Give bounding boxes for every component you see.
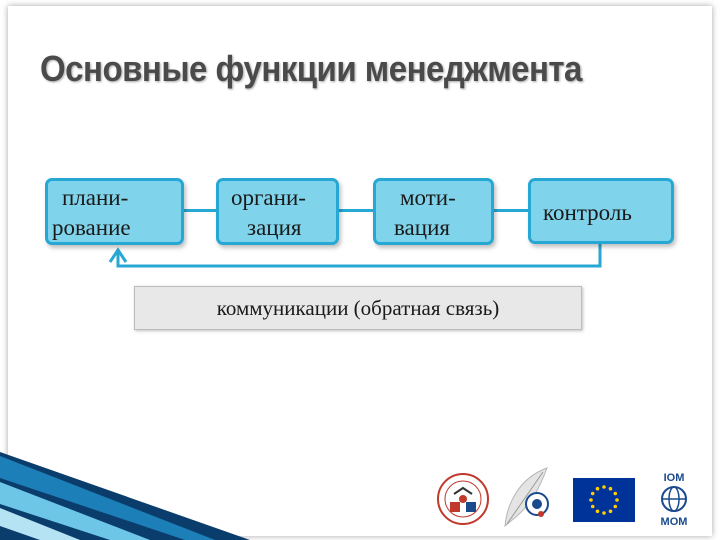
connector-2-3 xyxy=(339,209,373,212)
function-label-line1: плани- xyxy=(62,185,129,210)
slide-frame xyxy=(8,6,712,536)
feather-emblem-logo xyxy=(504,467,549,528)
function-box-organization[interactable]: органи- зация xyxy=(216,178,339,245)
iom-logo: IOM МОМ xyxy=(661,472,688,528)
communication-label: коммуникации (обратная связь) xyxy=(216,295,500,320)
function-box-planning[interactable]: плани- рование xyxy=(45,178,184,245)
function-label-line2: вация xyxy=(394,215,450,240)
communication-box[interactable]: коммуникации (обратная связь) xyxy=(134,286,582,330)
organization-seal-logo xyxy=(437,473,489,525)
function-label-line2: рование xyxy=(52,215,131,240)
function-label-line2: зация xyxy=(247,215,302,240)
function-box-motivation[interactable]: моти- вация xyxy=(373,178,494,245)
slide-title: Основные функции менеджмента xyxy=(40,48,582,89)
function-label: контроль xyxy=(543,200,632,225)
connector-3-4 xyxy=(494,209,528,212)
iom-bottom-text: МОМ xyxy=(661,516,688,528)
function-box-control[interactable]: контроль xyxy=(528,178,674,244)
function-label-line1: моти- xyxy=(400,185,456,210)
iom-top-text: IOM xyxy=(664,472,685,484)
eu-flag-icon xyxy=(573,478,635,522)
connector-1-2 xyxy=(184,209,216,212)
function-label-line1: органи- xyxy=(231,185,306,210)
